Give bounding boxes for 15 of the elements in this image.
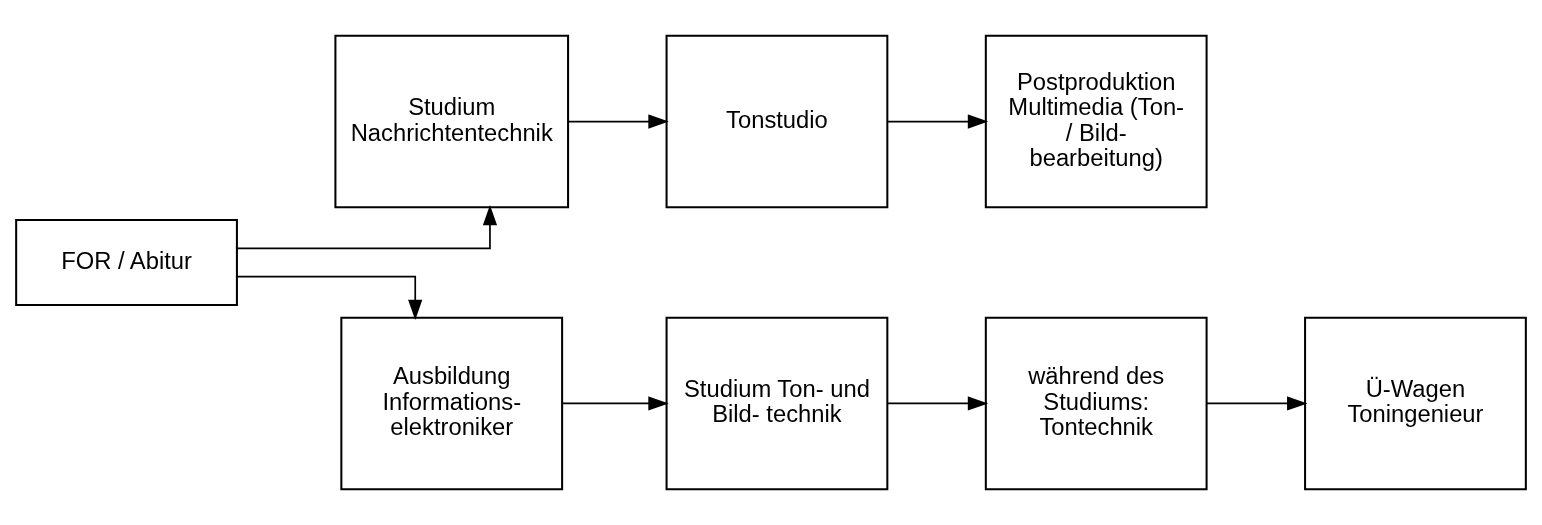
node-box: Postproduktion Multimedia (Ton- / Bild- bearbeitung) <box>984 34 1208 209</box>
node-box: während des Studiums: Tontechnik <box>984 316 1208 491</box>
node-box: Studium Ton- und Bild- technik <box>665 316 889 491</box>
arrow <box>561 396 669 411</box>
arrow <box>886 114 989 129</box>
node-box: Ausbildung Informations- elektroniker <box>340 316 564 491</box>
arrow <box>236 275 423 321</box>
arrow <box>567 114 669 129</box>
node-box: FOR / Abitur <box>15 219 238 306</box>
arrow <box>236 204 498 250</box>
node-box: Studium Nachrichtentechnik <box>334 34 570 209</box>
node-box: Tonstudio <box>665 34 889 209</box>
node-box: Ü-Wagen Toningenieur <box>1304 316 1527 491</box>
arrow <box>1206 396 1308 411</box>
arrow <box>886 396 989 411</box>
